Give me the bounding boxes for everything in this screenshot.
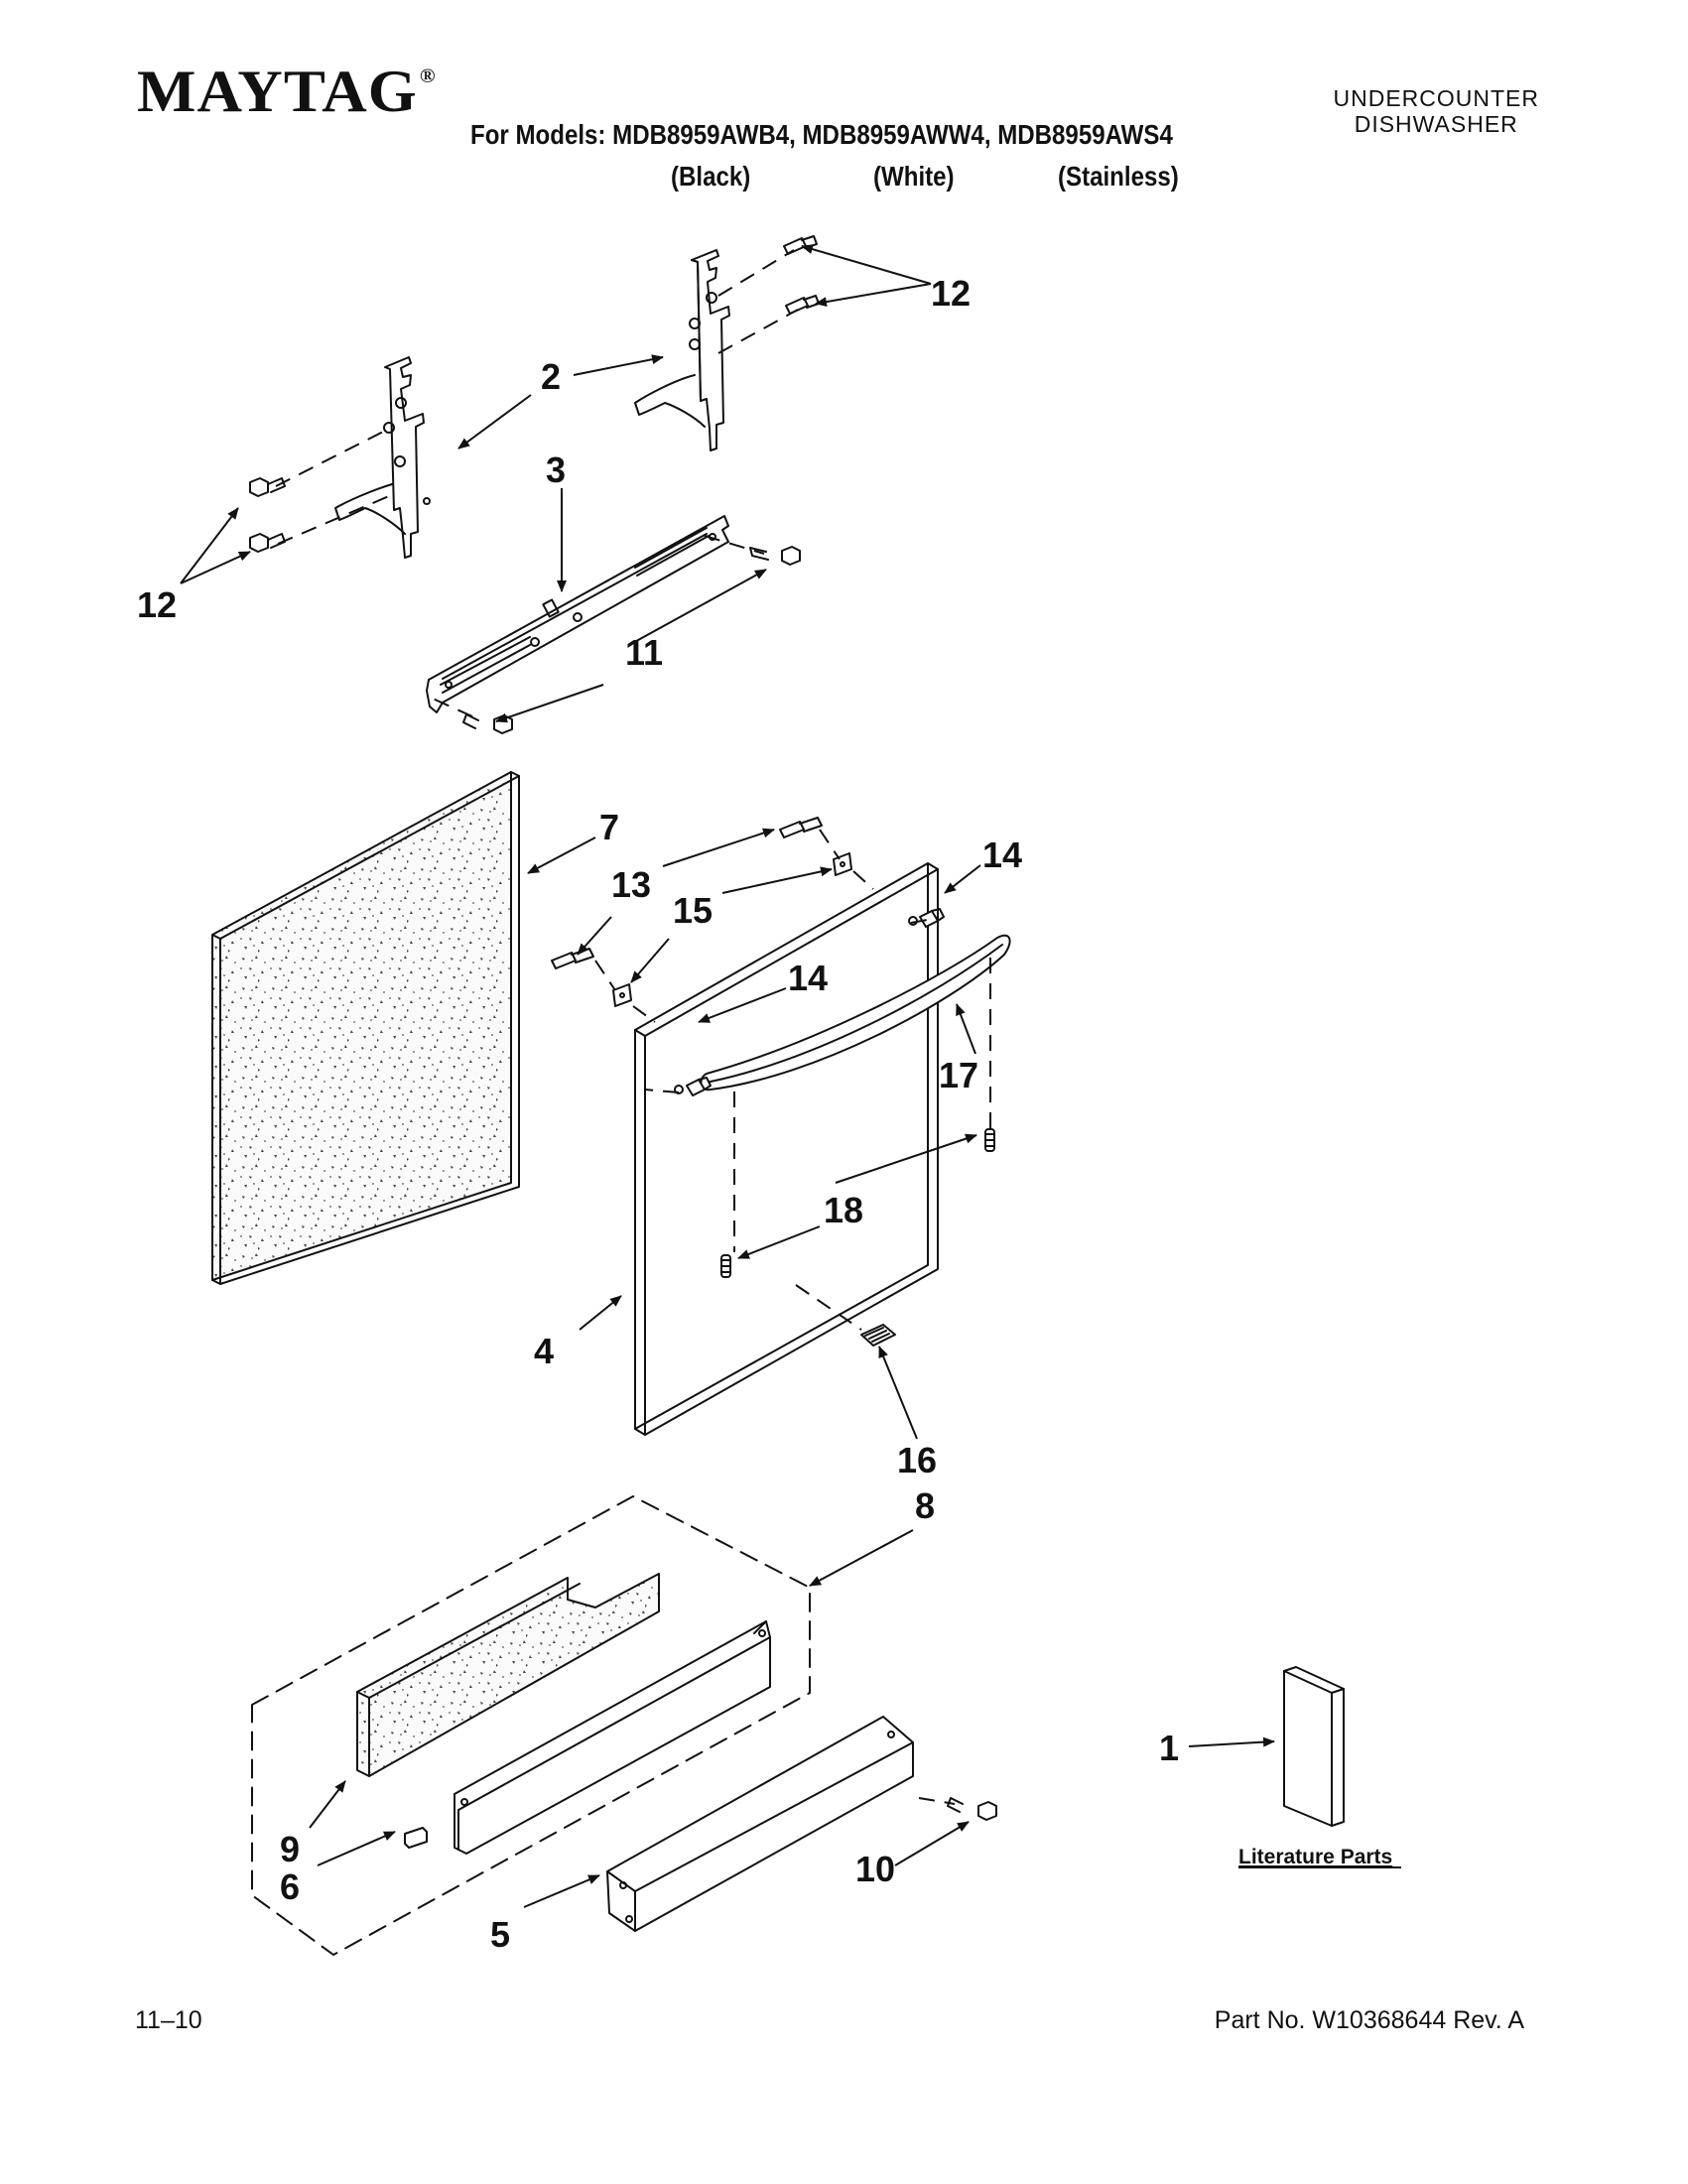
callout-6: 6	[280, 1866, 300, 1907]
callout-3: 3	[546, 450, 566, 490]
callout-12-left: 12	[137, 584, 177, 625]
color-stainless: (Stainless)	[1058, 161, 1179, 192]
appliance-line-2: DISHWASHER	[1354, 111, 1518, 137]
screw-13-left	[551, 952, 577, 969]
callout-17: 17	[939, 1055, 978, 1095]
models-line: For Models: MDB8959AWB4, MDB8959AWW4, MD…	[470, 119, 1173, 150]
screw-11-right	[781, 546, 801, 566]
callout-13: 13	[611, 864, 651, 905]
foam-strip	[356, 1573, 660, 1777]
registered-mark: ®	[419, 65, 437, 87]
hinge-bracket-left	[334, 356, 431, 559]
callout-14-top: 14	[982, 835, 1022, 875]
appliance-type: UNDERCOUNTER DISHWASHER	[1334, 85, 1540, 137]
callout-8: 8	[915, 1485, 935, 1526]
logo-badge	[860, 1324, 896, 1347]
insulation-panel	[211, 771, 520, 1285]
color-black: (Black)	[671, 161, 751, 192]
brand-logo: MAYTAG®	[137, 58, 437, 126]
callout-10: 10	[855, 1849, 895, 1889]
screw-13-top	[779, 821, 805, 838]
door-handle	[700, 934, 1011, 1092]
callout-12-top: 12	[931, 273, 971, 314]
hinge-bracket-right	[634, 249, 730, 451]
screw-12-d	[249, 533, 269, 553]
callout-9: 9	[280, 1829, 300, 1869]
date-code: 11–10	[135, 2006, 202, 2034]
callout-14-left: 14	[788, 958, 828, 998]
screw-12-b	[785, 297, 809, 315]
callout-18: 18	[824, 1190, 863, 1230]
callout-15: 15	[673, 890, 713, 931]
callout-2: 2	[541, 356, 561, 397]
toe-kick-assembly-outline	[251, 1495, 811, 1956]
literature-parts-label: Literature Parts	[1238, 1846, 1392, 1868]
access-panel	[606, 1716, 914, 1932]
part-number: Part No. W10368644 Rev. A	[1214, 2006, 1524, 2034]
callout-4: 4	[534, 1331, 554, 1371]
clip	[404, 1827, 428, 1849]
callout-11: 11	[625, 632, 663, 673]
screw-10	[977, 1801, 997, 1821]
callout-16: 16	[897, 1440, 937, 1480]
screw-12-c	[249, 477, 269, 497]
mounting-bracket	[426, 515, 729, 713]
bracket-15-left	[612, 983, 632, 1007]
callout-5: 5	[490, 1914, 510, 1955]
callout-1: 1	[1159, 1728, 1179, 1768]
literature-booklet	[1283, 1666, 1345, 1827]
color-white: (White)	[873, 161, 955, 192]
door-panel	[634, 862, 939, 1436]
handle-spacer-left	[674, 1077, 712, 1096]
brand-name: MAYTAG	[137, 59, 418, 124]
callout-7: 7	[599, 807, 619, 847]
appliance-line-1: UNDERCOUNTER	[1333, 85, 1539, 111]
bracket-15-top	[833, 852, 852, 876]
toe-kick-base	[454, 1620, 771, 1855]
